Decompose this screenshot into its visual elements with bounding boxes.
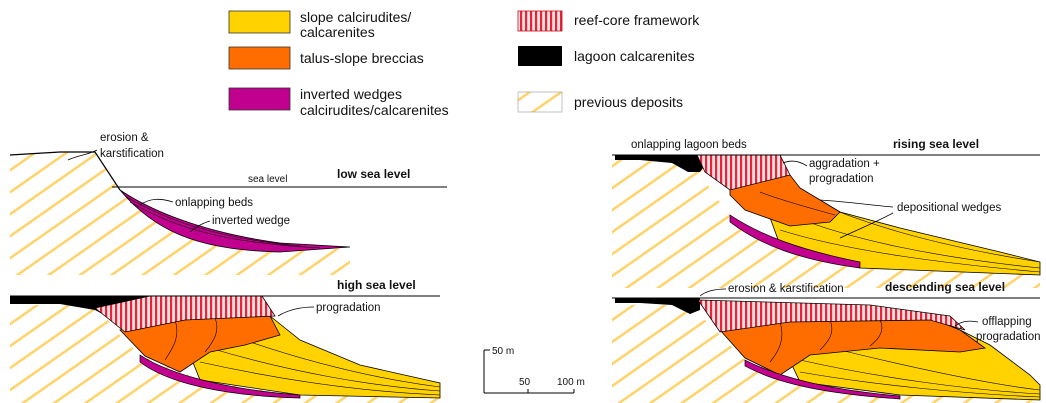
legend-swatch-previous — [517, 91, 563, 113]
sea-level-label: sea level — [248, 174, 287, 185]
legend-label-wedge-1: inverted wedges — [300, 86, 402, 102]
panel-descending-sea-level: descending sea level erosion & karstific… — [612, 280, 1041, 403]
panel-title-rising: rising sea level — [893, 137, 979, 151]
legend-swatch-lagoon — [518, 46, 562, 66]
annotation-lagoon-beds: onlapping lagoon beds — [631, 139, 747, 151]
legend-item-reef: reef-core framework — [517, 10, 700, 32]
annotation-progradation: progradation — [316, 302, 381, 314]
panel-high-sea-level: high sea level progradation — [10, 278, 441, 403]
panel-rising-sea-level: rising sea level onlapping lagoon beds a… — [612, 137, 1041, 288]
annotation-offlapping-2: progradation — [976, 331, 1041, 343]
previous-deposits — [10, 305, 440, 403]
previous-deposits — [612, 160, 1040, 288]
panel-title-descending: descending sea level — [885, 280, 1005, 294]
legend-label-slope-1: slope calcirudites/ — [300, 9, 411, 25]
legend-swatch-slope — [228, 10, 291, 34]
legend-swatch-reef — [517, 10, 563, 32]
annotation-depositional-wedges: depositional wedges — [897, 202, 1001, 214]
scale-horizontal-end: 100 m — [557, 377, 585, 388]
scale-bar: 50 m 50 100 m — [483, 346, 585, 394]
legend-label-breccia: talus-slope breccias — [300, 50, 424, 66]
previous-deposits — [612, 305, 1040, 403]
inverted-wedge — [744, 359, 901, 400]
legend-label-lagoon: lagoon calcarenites — [574, 48, 695, 64]
legend-item-slope: slope calcirudites/ calcarenites — [228, 9, 411, 40]
legend: slope calcirudites/ calcarenites talus-s… — [228, 9, 700, 118]
scale-horizontal-mid: 50 — [519, 377, 531, 388]
reef-core — [697, 299, 966, 333]
topographic-profile — [9, 151, 121, 191]
panel-title-high: high sea level — [337, 278, 416, 292]
annotation-inverted: inverted wedge — [212, 215, 290, 227]
legend-label-wedge-2: calcirudites/calcarenites — [300, 102, 449, 118]
legend-item-previous: previous deposits — [517, 91, 683, 113]
panel-title-low: low sea level — [337, 167, 410, 181]
panel-low-sea-level: sea level low sea level erosion & karsti… — [9, 132, 447, 275]
legend-swatch-wedge — [228, 87, 291, 111]
annotation-erosion-karst: erosion & karstification — [728, 283, 844, 295]
annotation-erosion-2: karstification — [100, 148, 164, 160]
legend-item-wedge: inverted wedges calcirudites/calcarenite… — [228, 86, 449, 118]
legend-label-previous: previous deposits — [574, 94, 683, 110]
lagoon-beds — [615, 298, 700, 314]
legend-item-breccia: talus-slope breccias — [228, 46, 424, 70]
scale-vertical-label: 50 m — [492, 346, 514, 357]
inverted-wedge — [119, 189, 351, 253]
inverted-wedge — [139, 354, 301, 399]
legend-label-reef: reef-core framework — [574, 12, 700, 28]
annotation-aggradation-2: progradation — [809, 173, 874, 185]
lagoon-beds — [615, 155, 705, 172]
legend-item-lagoon: lagoon calcarenites — [518, 46, 695, 66]
annotation-onlapping: onlapping beds — [175, 197, 253, 209]
annotation-offlapping-1: offlapping — [982, 316, 1032, 328]
annotation-erosion-1: erosion & — [100, 132, 149, 144]
annotation-aggradation-1: aggradation + — [809, 158, 880, 170]
previous-deposits — [10, 152, 350, 275]
legend-swatch-breccia — [228, 46, 291, 70]
legend-label-slope-2: calcarenites — [300, 24, 375, 40]
inverted-wedge — [729, 214, 861, 269]
